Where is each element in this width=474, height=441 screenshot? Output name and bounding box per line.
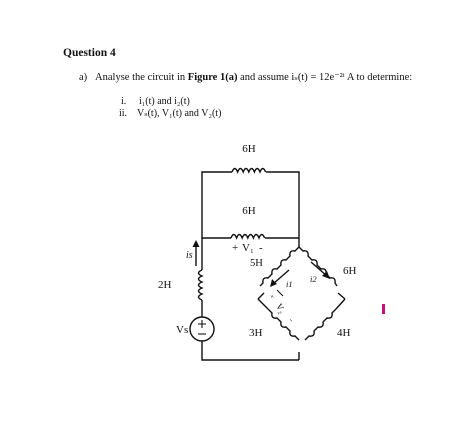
inductor-coil [298, 246, 338, 287]
sub-question-2: ii. Vₛ(t), V₁(t) and V₂(t) [119, 108, 221, 119]
bridge-left-bottom-label: 3H [249, 327, 263, 339]
v1-minus-label: - [259, 242, 263, 254]
wire [257, 298, 269, 310]
i2-arrowhead [322, 271, 330, 279]
inductor-coil [259, 246, 300, 287]
v2-plus-label: + [268, 293, 277, 300]
wire [201, 171, 232, 198]
v1-plus-label: + [232, 242, 238, 254]
inductor-coil [231, 167, 267, 174]
inductor-coil [197, 269, 204, 301]
wire [201, 198, 231, 239]
i1-arrow [272, 269, 290, 285]
prompt-end: to determine: [353, 72, 413, 83]
top-inductor-label: 6H [242, 143, 256, 155]
prompt-mid: and assume [237, 72, 292, 83]
wire [335, 298, 346, 310]
wire [257, 292, 265, 300]
middle-inductor-label: 6H [242, 205, 256, 217]
inductor-coil [267, 308, 300, 341]
source-voltage-label: Vs [176, 324, 188, 336]
voltage-source-symbol [189, 316, 215, 342]
source-plus [198, 320, 206, 328]
current-i1-label: i1 [286, 279, 293, 289]
v1-label: V₁ [242, 242, 254, 254]
source-current-label: is [186, 250, 193, 261]
question-title: Question 4 [63, 47, 116, 59]
sub-question-1: i. i₁(t) and i₂(t) [121, 96, 190, 107]
prompt-intro: Analyse the circuit in [95, 72, 188, 83]
source-assumption: iₛ(t) = 12e⁻²ᵗ A [291, 72, 354, 83]
v2-minus-label: - [287, 317, 296, 324]
left-inductor-label: 2H [158, 279, 172, 291]
current-i2-label: i2 [310, 274, 317, 284]
wire [337, 292, 346, 300]
v2-label: V₂ [274, 302, 287, 315]
is-arrowhead [192, 240, 200, 247]
bridge-right-top-label: 6H [343, 265, 357, 277]
question-prompt: a) Analyse the circuit in Figure 1(a) an… [79, 71, 412, 83]
part-label: a) [79, 72, 88, 83]
wire [201, 341, 299, 361]
inductor-coil [230, 233, 266, 240]
sub-question-number: ii. [119, 108, 128, 119]
figure-reference: Figure 1(a) [187, 72, 238, 83]
i1-arrowhead [270, 279, 277, 287]
v2-indicator [276, 289, 284, 297]
pink-tick-mark [382, 304, 385, 314]
bridge-left-top-label: 5H [250, 258, 263, 269]
sub-question-number: i. [121, 96, 127, 107]
wire [266, 171, 300, 238]
sub-question-text: i₁(t) and i₂(t) [139, 96, 190, 107]
inductor-coil [304, 308, 337, 341]
sub-question-text: Vₛ(t), V₁(t) and V₂(t) [137, 108, 222, 119]
bridge-right-bottom-label: 4H [337, 327, 351, 339]
